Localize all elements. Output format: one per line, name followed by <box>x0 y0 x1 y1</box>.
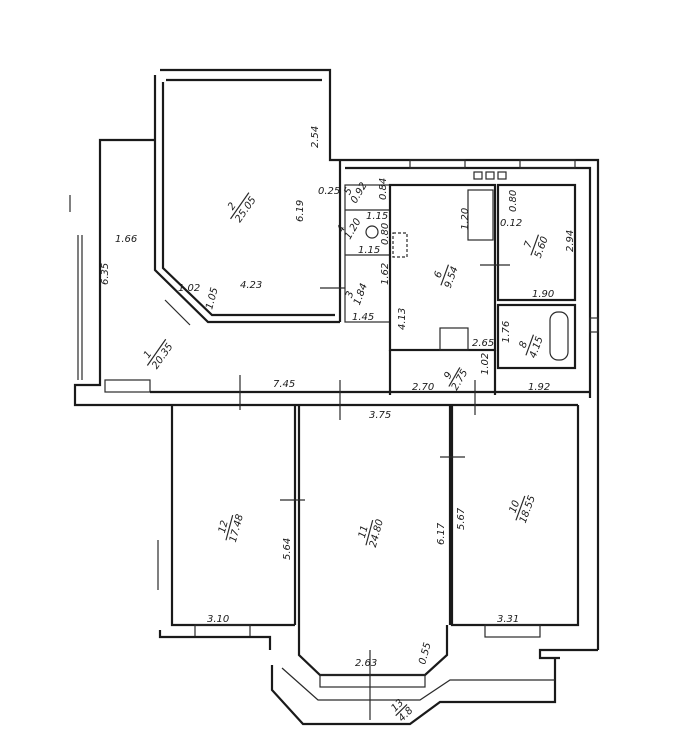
svg-text:4: 4 <box>335 224 348 235</box>
room-7-label: 7 5.60 <box>523 234 551 260</box>
room-9-label: 9 2.75 <box>442 367 471 393</box>
dim: 2.94 <box>565 230 576 252</box>
dim: 0.80 <box>508 190 519 212</box>
dim: 1.02 <box>178 283 200 294</box>
room-3-label: 3 1.84 <box>344 282 370 307</box>
room-13-label: 13 4.8 <box>389 698 415 725</box>
svg-text:17.48: 17.48 <box>228 513 246 544</box>
svg-text:1.84: 1.84 <box>352 282 370 307</box>
dim: 0.12 <box>500 218 522 229</box>
dim: 1.45 <box>352 312 374 323</box>
dim: 4.23 <box>240 280 262 291</box>
dim: 1.92 <box>528 382 550 393</box>
dim: 0.80 <box>380 223 391 245</box>
dim: 1.05 <box>204 286 220 310</box>
dim: 4.13 <box>397 308 408 330</box>
dim: 7.45 <box>273 379 295 390</box>
room-12-label: 12 17.48 <box>217 513 246 544</box>
dim: 6.17 <box>436 522 447 545</box>
dim: 1.15 <box>366 211 388 222</box>
dim: 0.55 <box>417 641 433 665</box>
dim: 1.02 <box>480 353 491 375</box>
dim: 1.76 <box>501 321 512 343</box>
dim: 6.35 <box>100 263 111 285</box>
svg-text:11: 11 <box>357 524 371 539</box>
dim: 2.63 <box>355 658 377 669</box>
svg-text:7: 7 <box>523 239 536 249</box>
dim: 1.66 <box>115 234 137 245</box>
svg-text:9.54: 9.54 <box>443 265 461 290</box>
svg-text:2: 2 <box>226 201 239 213</box>
dim: 5.64 <box>282 538 293 560</box>
dim: 0.25 <box>318 186 340 197</box>
svg-text:2.75: 2.75 <box>450 368 471 393</box>
svg-text:8: 8 <box>518 340 531 350</box>
svg-text:24.80: 24.80 <box>368 518 386 549</box>
svg-text:12: 12 <box>217 519 231 534</box>
svg-text:4.15: 4.15 <box>528 335 546 360</box>
room-4-label: 4 1.20 <box>335 217 364 242</box>
dim: 0.84 <box>378 178 389 200</box>
room-11-label: 11 24.80 <box>357 518 386 549</box>
svg-text:6: 6 <box>433 270 446 280</box>
room-6-label: 6 9.54 <box>433 264 461 290</box>
dim: 6.19 <box>295 200 306 222</box>
dimension-labels: 1.66 6.35 1.02 1.05 4.23 6.19 2.54 0.25 … <box>100 126 576 669</box>
room-1-label: 1 20.35 <box>142 338 176 371</box>
svg-text:1.20: 1.20 <box>343 217 364 242</box>
dim: 3.75 <box>369 410 391 421</box>
room-10-label: 10 18.55 <box>508 494 538 525</box>
dim: 3.10 <box>207 614 229 625</box>
dim: 1.62 <box>380 263 391 285</box>
dim: 2.54 <box>310 126 321 148</box>
dim: 2.70 <box>412 382 434 393</box>
dim: 2.65 <box>472 338 494 349</box>
svg-text:3: 3 <box>344 290 357 300</box>
svg-text:1: 1 <box>142 349 155 361</box>
svg-text:5.60: 5.60 <box>533 235 551 260</box>
svg-text:9: 9 <box>442 370 455 381</box>
dim: 1.15 <box>358 245 380 256</box>
svg-text:18.55: 18.55 <box>518 494 538 525</box>
dim: 1.20 <box>460 208 471 230</box>
svg-text:5: 5 <box>342 186 355 197</box>
svg-text:10: 10 <box>508 499 523 515</box>
room-8-label: 8 4.15 <box>518 334 546 360</box>
room-2-label: 2 25.05 <box>226 192 259 225</box>
dim: 5.67 <box>456 507 467 530</box>
walls <box>69 68 600 726</box>
dim: 3.31 <box>497 614 519 625</box>
dim: 1.90 <box>532 289 554 300</box>
